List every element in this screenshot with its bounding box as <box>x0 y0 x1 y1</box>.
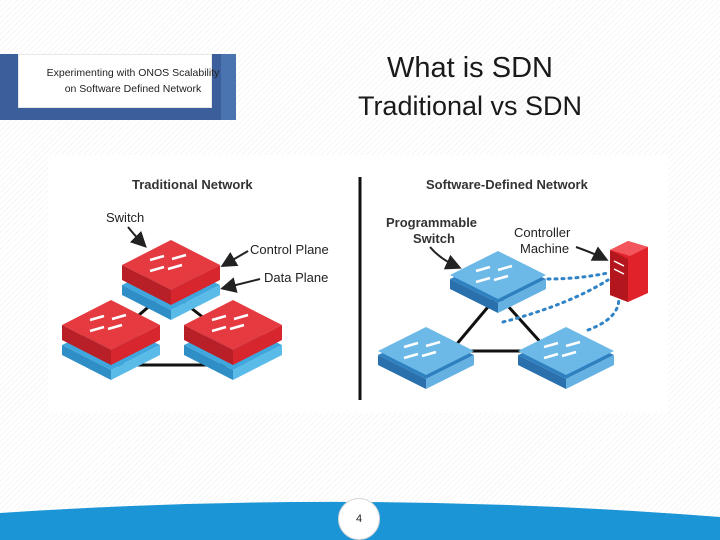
header-stripe <box>221 54 236 120</box>
traditional-switch-left <box>62 300 160 380</box>
switch-pointer-arrow <box>127 226 147 248</box>
controller-label: Controller <box>514 225 571 240</box>
switch-arrows-icon <box>89 313 127 333</box>
control-plane-label: Control Plane <box>250 242 329 257</box>
right-diagram-title: Software-Defined Network <box>426 177 589 192</box>
switch-arrows-icon <box>475 264 513 284</box>
switch-arrows-icon <box>211 313 249 333</box>
switch-label: Switch <box>106 210 144 225</box>
programmable-label: Programmable <box>386 215 477 230</box>
switch-arrows-icon <box>149 253 187 273</box>
page-number: 4 <box>355 513 363 525</box>
switch-arrows-icon <box>543 340 581 360</box>
data-plane-arrow <box>220 277 261 293</box>
slide-subtitle: Traditional vs SDN <box>357 91 583 121</box>
control-plane-arrow <box>220 250 249 268</box>
switch-arrows-icon <box>403 340 441 360</box>
sdn-switch-right <box>518 327 614 389</box>
sdn-switch-left <box>378 327 474 389</box>
network-diagram: Traditional Network Software-Defined Net… <box>48 155 668 413</box>
header-box-inner: Experimenting with ONOS Scalability on S… <box>18 54 219 108</box>
slide-title: What is SDN <box>387 52 553 84</box>
left-diagram-title: Traditional Network <box>132 177 253 192</box>
controller-machine-icon <box>610 241 648 302</box>
controller-links <box>501 271 621 332</box>
data-plane-label: Data Plane <box>264 270 328 285</box>
header-box: Experimenting with ONOS Scalability on S… <box>0 54 236 120</box>
machine-label: Machine <box>520 241 569 256</box>
programmable-switch-arrow <box>429 246 462 270</box>
traditional-switch-right <box>184 300 282 380</box>
programmable-switch-label: Switch <box>413 231 455 246</box>
controller-pointer-arrow <box>575 246 609 261</box>
page-number-badge: 4 <box>338 498 380 540</box>
sdn-switch-top <box>450 251 546 313</box>
network-diagram-svg: Traditional Network Software-Defined Net… <box>62 177 648 400</box>
traditional-switch-top <box>122 240 220 320</box>
course-title: Experimenting with ONOS Scalability on S… <box>46 67 220 95</box>
